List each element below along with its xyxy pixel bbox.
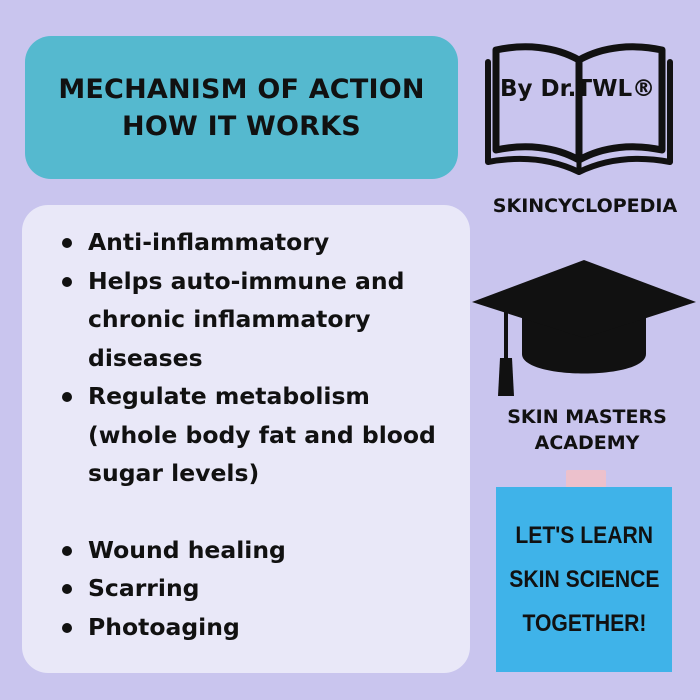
open-book-icon (485, 43, 673, 175)
bullet-item: Helps auto-immune and chronic inflammato… (58, 262, 458, 378)
title-banner: MECHANISM OF ACTION HOW IT WORKS (25, 36, 458, 179)
bullet-item: Anti-inflammatory (58, 223, 458, 262)
sticky-note: LET'S LEARN SKIN SCIENCE TOGETHER! (496, 487, 672, 672)
title-line-2: HOW IT WORKS (122, 110, 361, 142)
academy-line-1: SKIN MASTERS (507, 406, 667, 428)
graduation-cap-icon (472, 260, 696, 396)
academy-line-2: ACADEMY (534, 432, 640, 454)
tape-strip (566, 470, 606, 492)
bullet-dot-icon (62, 584, 72, 594)
bullet-text: Helps auto-immune and chronic inflammato… (88, 266, 405, 372)
bullet-group-1: Anti-inflammatory Helps auto-immune and … (58, 223, 458, 493)
skincyclopedia-label: SKINCYCLOPEDIA (492, 195, 678, 217)
bullet-text: Anti-inflammatory (88, 228, 330, 256)
bullet-text: Wound healing (88, 535, 286, 564)
bullet-dot-icon (62, 238, 72, 248)
bullet-item: Wound healing (58, 531, 458, 570)
title-line-1: MECHANISM OF ACTION (58, 73, 425, 105)
bullet-text: Regulate metabolism (whole body fat and … (88, 382, 436, 487)
bullet-dot-icon (62, 545, 72, 556)
bullet-item: Regulate metabolism (whole body fat and … (58, 377, 458, 493)
bullet-text: Scarring (88, 574, 200, 602)
bullet-item: Photoaging (58, 608, 458, 647)
academy-label: SKIN MASTERS ACADEMY (474, 404, 700, 456)
bullet-group-2: Wound healing Scarring Photoaging (58, 531, 458, 647)
bullet-item: Scarring (58, 569, 458, 608)
bullet-dot-icon (62, 276, 72, 287)
bullet-dot-icon (62, 622, 72, 633)
bullet-list: Anti-inflammatory Helps auto-immune and … (58, 223, 458, 646)
bullet-text: Photoaging (88, 612, 240, 641)
bullet-dot-icon (62, 392, 72, 402)
sticky-note-line-1: LET'S LEARN (515, 521, 653, 549)
sticky-note-line-3: TOGETHER! (522, 609, 646, 637)
mechanism-list-panel: Anti-inflammatory Helps auto-immune and … (22, 205, 470, 673)
author-label: By Dr.TWL® (500, 76, 656, 102)
sticky-note-line-2: SKIN SCIENCE (508, 565, 660, 593)
